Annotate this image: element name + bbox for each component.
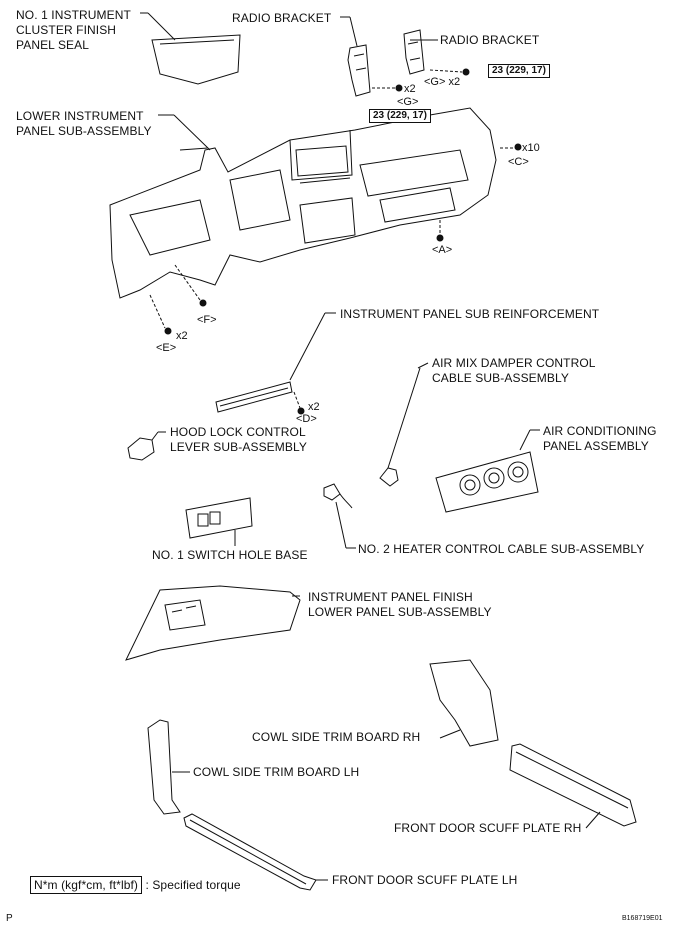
- torque-legend: N*m (kgf*cm, ft*lbf) : Specified torque: [30, 876, 241, 894]
- label-air-mix-2: CABLE SUB-ASSEMBLY: [432, 371, 569, 385]
- label-ac-panel-1: AIR CONDITIONING: [543, 424, 657, 438]
- fastener-g-mid: <G>: [397, 96, 419, 108]
- label-heater-cable: NO. 2 HEATER CONTROL CABLE SUB-ASSEMBLY: [358, 542, 645, 556]
- air-mix-damper-cable: [379, 467, 399, 487]
- fastener-e-count: x2: [176, 330, 188, 342]
- fastener-d: <D>: [296, 413, 317, 425]
- label-cluster-seal-1: NO. 1 INSTRUMENT: [16, 8, 131, 22]
- fastener-c-count: x10: [522, 142, 540, 154]
- cowl-side-trim-board-lh: [147, 719, 181, 815]
- fastener-c: <C>: [508, 156, 529, 168]
- footer-figure-id: B168719E01: [622, 915, 663, 922]
- footer-page-letter: P: [6, 913, 13, 924]
- label-ac-panel-2: PANEL ASSEMBLY: [543, 439, 649, 453]
- label-lower-panel-1: LOWER INSTRUMENT: [16, 109, 144, 123]
- torque-badge-1: 23 (229, 17): [488, 64, 550, 78]
- radio-bracket-left: [347, 44, 371, 97]
- label-lower-panel-2: PANEL SUB-ASSEMBLY: [16, 124, 152, 138]
- label-switch-hole-base: NO. 1 SWITCH HOLE BASE: [152, 548, 308, 562]
- cluster-finish-panel-seal: [151, 34, 241, 85]
- label-cowl-lh: COWL SIDE TRIM BOARD LH: [193, 765, 360, 779]
- label-scuff-lh: FRONT DOOR SCUFF PLATE LH: [332, 873, 518, 887]
- label-radio-bracket-1: RADIO BRACKET: [232, 11, 332, 25]
- fastener-f: <F>: [197, 314, 217, 326]
- torque-badge-2: 23 (229, 17): [369, 109, 431, 123]
- air-conditioning-panel: [435, 451, 539, 513]
- label-finish-lower-2: LOWER PANEL SUB-ASSEMBLY: [308, 605, 492, 619]
- label-air-mix-1: AIR MIX DAMPER CONTROL: [432, 356, 596, 370]
- lower-instrument-panel: [109, 107, 497, 299]
- radio-bracket-right: [403, 29, 425, 75]
- fastener-g-mid-count: x2: [404, 83, 416, 95]
- cowl-side-trim-board-rh: [429, 659, 499, 747]
- label-cluster-seal-3: PANEL SEAL: [16, 38, 90, 52]
- instrument-panel-sub-reinforcement: [215, 381, 293, 413]
- label-hood-lock-2: LEVER SUB-ASSEMBLY: [170, 440, 307, 454]
- fastener-d-count: x2: [308, 401, 320, 413]
- front-door-scuff-plate-rh: [509, 743, 637, 827]
- fastener-a: <A>: [432, 244, 453, 256]
- label-cowl-rh: COWL SIDE TRIM BOARD RH: [252, 730, 421, 744]
- label-scuff-rh: FRONT DOOR SCUFF PLATE RH: [394, 821, 582, 835]
- label-radio-bracket-2: RADIO BRACKET: [440, 33, 540, 47]
- switch-hole-base: [185, 497, 253, 539]
- label-finish-lower-1: INSTRUMENT PANEL FINISH: [308, 590, 473, 604]
- front-door-scuff-plate-lh: [183, 813, 317, 891]
- label-hood-lock-1: HOOD LOCK CONTROL: [170, 425, 306, 439]
- torque-legend-text: : Specified torque: [145, 878, 241, 892]
- heater-control-cable: [323, 483, 341, 501]
- fastener-g-top: <G> x2: [424, 76, 461, 88]
- torque-legend-box: N*m (kgf*cm, ft*lbf): [30, 876, 143, 894]
- label-cluster-seal-2: CLUSTER FINISH: [16, 23, 117, 37]
- label-sub-reinforcement: INSTRUMENT PANEL SUB REINFORCEMENT: [340, 307, 600, 321]
- fastener-e: <E>: [156, 342, 177, 354]
- hood-lock-control-lever: [127, 437, 155, 461]
- instrument-panel-finish-lower: [125, 585, 301, 661]
